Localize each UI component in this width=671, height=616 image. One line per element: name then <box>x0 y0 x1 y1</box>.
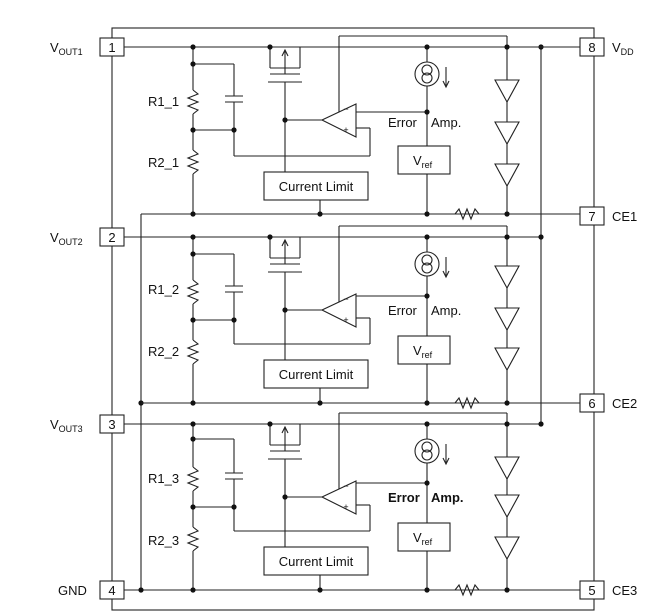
r2-label: R2_3 <box>148 533 179 548</box>
amp-label: Amp. <box>431 303 461 318</box>
pin-8-label: VDD <box>612 40 634 57</box>
r1-label: R1_2 <box>148 282 179 297</box>
r2-label: R2_2 <box>148 344 179 359</box>
plus-sign: + <box>343 315 348 325</box>
minus-sign: − <box>343 104 348 114</box>
pin-8: 8 VDD <box>579 37 634 57</box>
pin-6: 6 CE2 <box>579 393 637 413</box>
pin-3-number: 3 <box>108 417 115 432</box>
pin-4-label: GND <box>58 583 87 598</box>
amp-label: Amp. <box>431 490 464 505</box>
pin-1: 1 VOUT1 <box>50 37 125 57</box>
channel-1: R1_1 R2_1 − + Error <box>124 35 580 221</box>
pin-6-number: 6 <box>588 396 595 411</box>
pin-5-number: 5 <box>588 583 595 598</box>
vref-label: Vref <box>413 153 433 170</box>
pin-7-number: 7 <box>588 209 595 224</box>
pin-8-number: 8 <box>588 40 595 55</box>
pin-2-label: VOUT2 <box>50 230 83 247</box>
current-limit-box <box>263 171 369 201</box>
pin-2: 2 VOUT2 <box>50 227 125 247</box>
pin-5-label: CE3 <box>612 583 637 598</box>
vref-label: Vref <box>413 343 433 360</box>
ic-outline <box>111 27 595 611</box>
r1-label: R1_3 <box>148 471 179 486</box>
vref-box <box>397 145 451 175</box>
pin-4-number: 4 <box>108 583 115 598</box>
pin-4: 4 GND <box>58 580 125 600</box>
minus-sign: − <box>343 294 348 304</box>
pin-6-label: CE2 <box>612 396 637 411</box>
pin-7-label: CE1 <box>612 209 637 224</box>
pin-3-label: VOUT3 <box>50 417 83 434</box>
vref-box <box>397 522 451 552</box>
error-label: Error <box>388 490 420 505</box>
current-limit-label: Current Limit <box>279 554 354 569</box>
current-limit-label: Current Limit <box>279 367 354 382</box>
pin-3: 3 VOUT3 <box>50 414 125 434</box>
current-limit-box <box>263 359 369 389</box>
pin-1-number: 1 <box>108 40 115 55</box>
plus-sign: + <box>343 125 348 135</box>
pin-5: 5 CE3 <box>579 580 637 600</box>
channel-2: R1_2 R2_2 − + Error Amp. <box>124 225 580 410</box>
pin-7: 7 CE1 <box>579 206 637 226</box>
r2-label: R2_1 <box>148 155 179 170</box>
pin-1-label: VOUT1 <box>50 40 83 57</box>
vref-box <box>397 335 451 365</box>
vref-label: Vref <box>413 530 433 547</box>
r1-label: R1_1 <box>148 94 179 109</box>
plus-sign: + <box>343 502 348 512</box>
current-limit-box <box>263 546 369 576</box>
error-label: Error <box>388 303 418 318</box>
amp-label: Amp. <box>431 115 461 130</box>
channel-3: R1_3 R2_3 − + Error Amp. <box>124 412 544 597</box>
minus-sign: − <box>343 481 348 491</box>
pin-2-number: 2 <box>108 230 115 245</box>
current-limit-label: Current Limit <box>279 179 354 194</box>
junction-dot <box>138 587 144 593</box>
error-label: Error <box>388 115 418 130</box>
